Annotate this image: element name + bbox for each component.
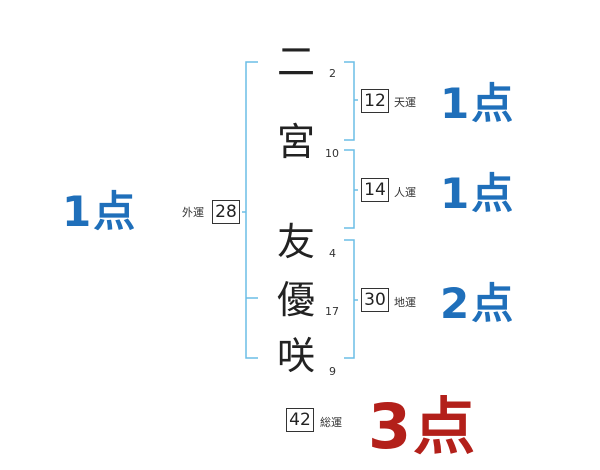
name-char-3: 友 — [276, 220, 315, 264]
stroke-count-2: 10 — [325, 147, 339, 160]
ten-value-box: 12 — [361, 89, 389, 113]
chi-score: 2点 — [440, 279, 516, 328]
stroke-count-5: 9 — [329, 365, 336, 378]
sou-score: 3点 — [368, 390, 478, 463]
name-char-5: 咲 — [276, 334, 315, 378]
sou-label: 総運 — [320, 416, 342, 429]
ten-label: 天運 — [394, 96, 416, 109]
chi-label: 地運 — [394, 296, 416, 309]
chi-value-box: 30 — [361, 288, 389, 312]
jin-label: 人運 — [394, 186, 416, 199]
jin-score: 1点 — [440, 169, 516, 218]
gai-label: 外運 — [182, 206, 204, 219]
gai-value-box: 28 — [212, 200, 240, 224]
gai-score: 1点 — [62, 187, 138, 236]
chi-bracket — [344, 239, 355, 359]
stroke-count-1: 2 — [329, 67, 336, 80]
stroke-count-3: 4 — [329, 247, 336, 260]
sou-value-box: 42 — [286, 408, 314, 432]
ten-score: 1点 — [440, 79, 516, 128]
outer-bracket — [245, 61, 258, 359]
jin-bracket — [344, 149, 355, 229]
ten-bracket — [344, 61, 355, 141]
name-char-2: 宮 — [276, 120, 315, 164]
name-char-1: 二 — [276, 40, 315, 84]
jin-value-box: 14 — [361, 178, 389, 202]
stroke-count-4: 17 — [325, 305, 339, 318]
name-char-4: 優 — [276, 278, 315, 322]
